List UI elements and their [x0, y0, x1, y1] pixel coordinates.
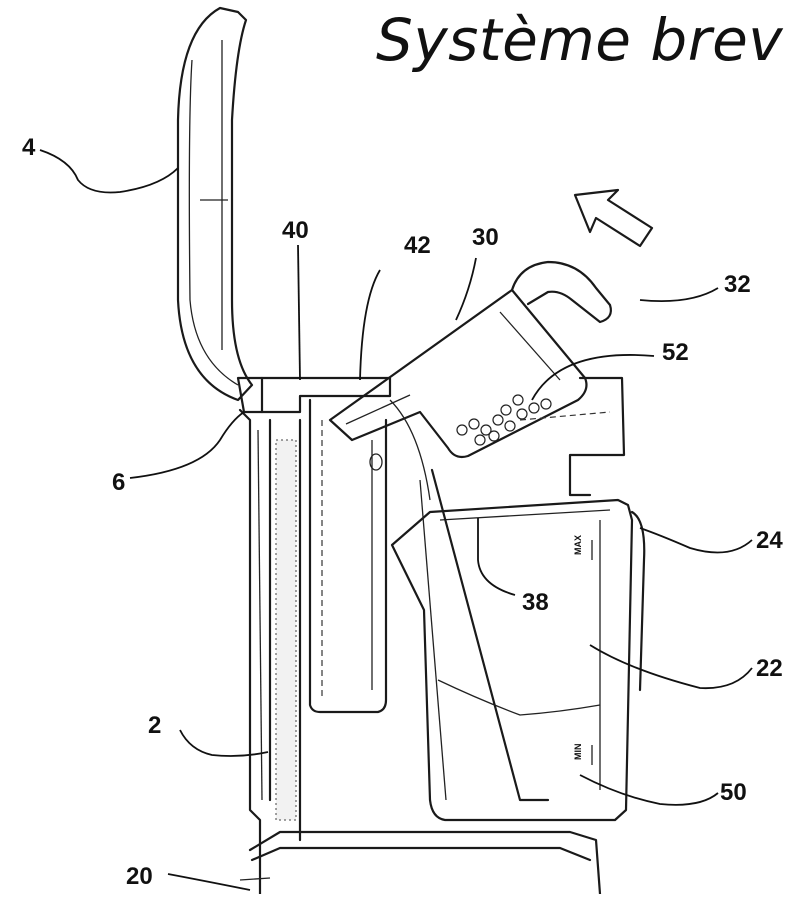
- frother-tube: [419, 468, 550, 802]
- label-40: 40: [282, 217, 309, 244]
- label-20: 20: [126, 863, 153, 890]
- jug-scale-marks: MAX MIN: [573, 535, 583, 760]
- bean-hopper: [328, 260, 612, 459]
- label-38: 38: [522, 589, 549, 616]
- label-42: 42: [404, 232, 431, 259]
- label-32: 32: [724, 271, 751, 298]
- label-50: 50: [720, 779, 747, 806]
- base: [239, 830, 602, 896]
- lid: [176, 6, 254, 402]
- label-22: 22: [756, 655, 783, 682]
- label-24: 24: [756, 527, 783, 554]
- reference-numerals: 4 40 42 30 32 52 6 24 38 22 2 50 20: [22, 134, 783, 890]
- scale-min: MIN: [573, 744, 583, 761]
- label-2: 2: [148, 712, 161, 739]
- label-30: 30: [472, 224, 499, 251]
- coffee-beans: [456, 394, 552, 446]
- bean-container-housing: [389, 376, 626, 501]
- milk-jug: [390, 498, 646, 822]
- label-4: 4: [22, 134, 36, 161]
- leader-lines: [39, 149, 753, 891]
- label-52: 52: [662, 339, 689, 366]
- water-tube: [308, 398, 388, 714]
- tilt-arrow: [573, 188, 654, 248]
- scale-max: MAX: [573, 535, 583, 555]
- diagram-title: Système brev: [376, 6, 784, 74]
- label-6: 6: [112, 469, 125, 496]
- body: [236, 376, 392, 896]
